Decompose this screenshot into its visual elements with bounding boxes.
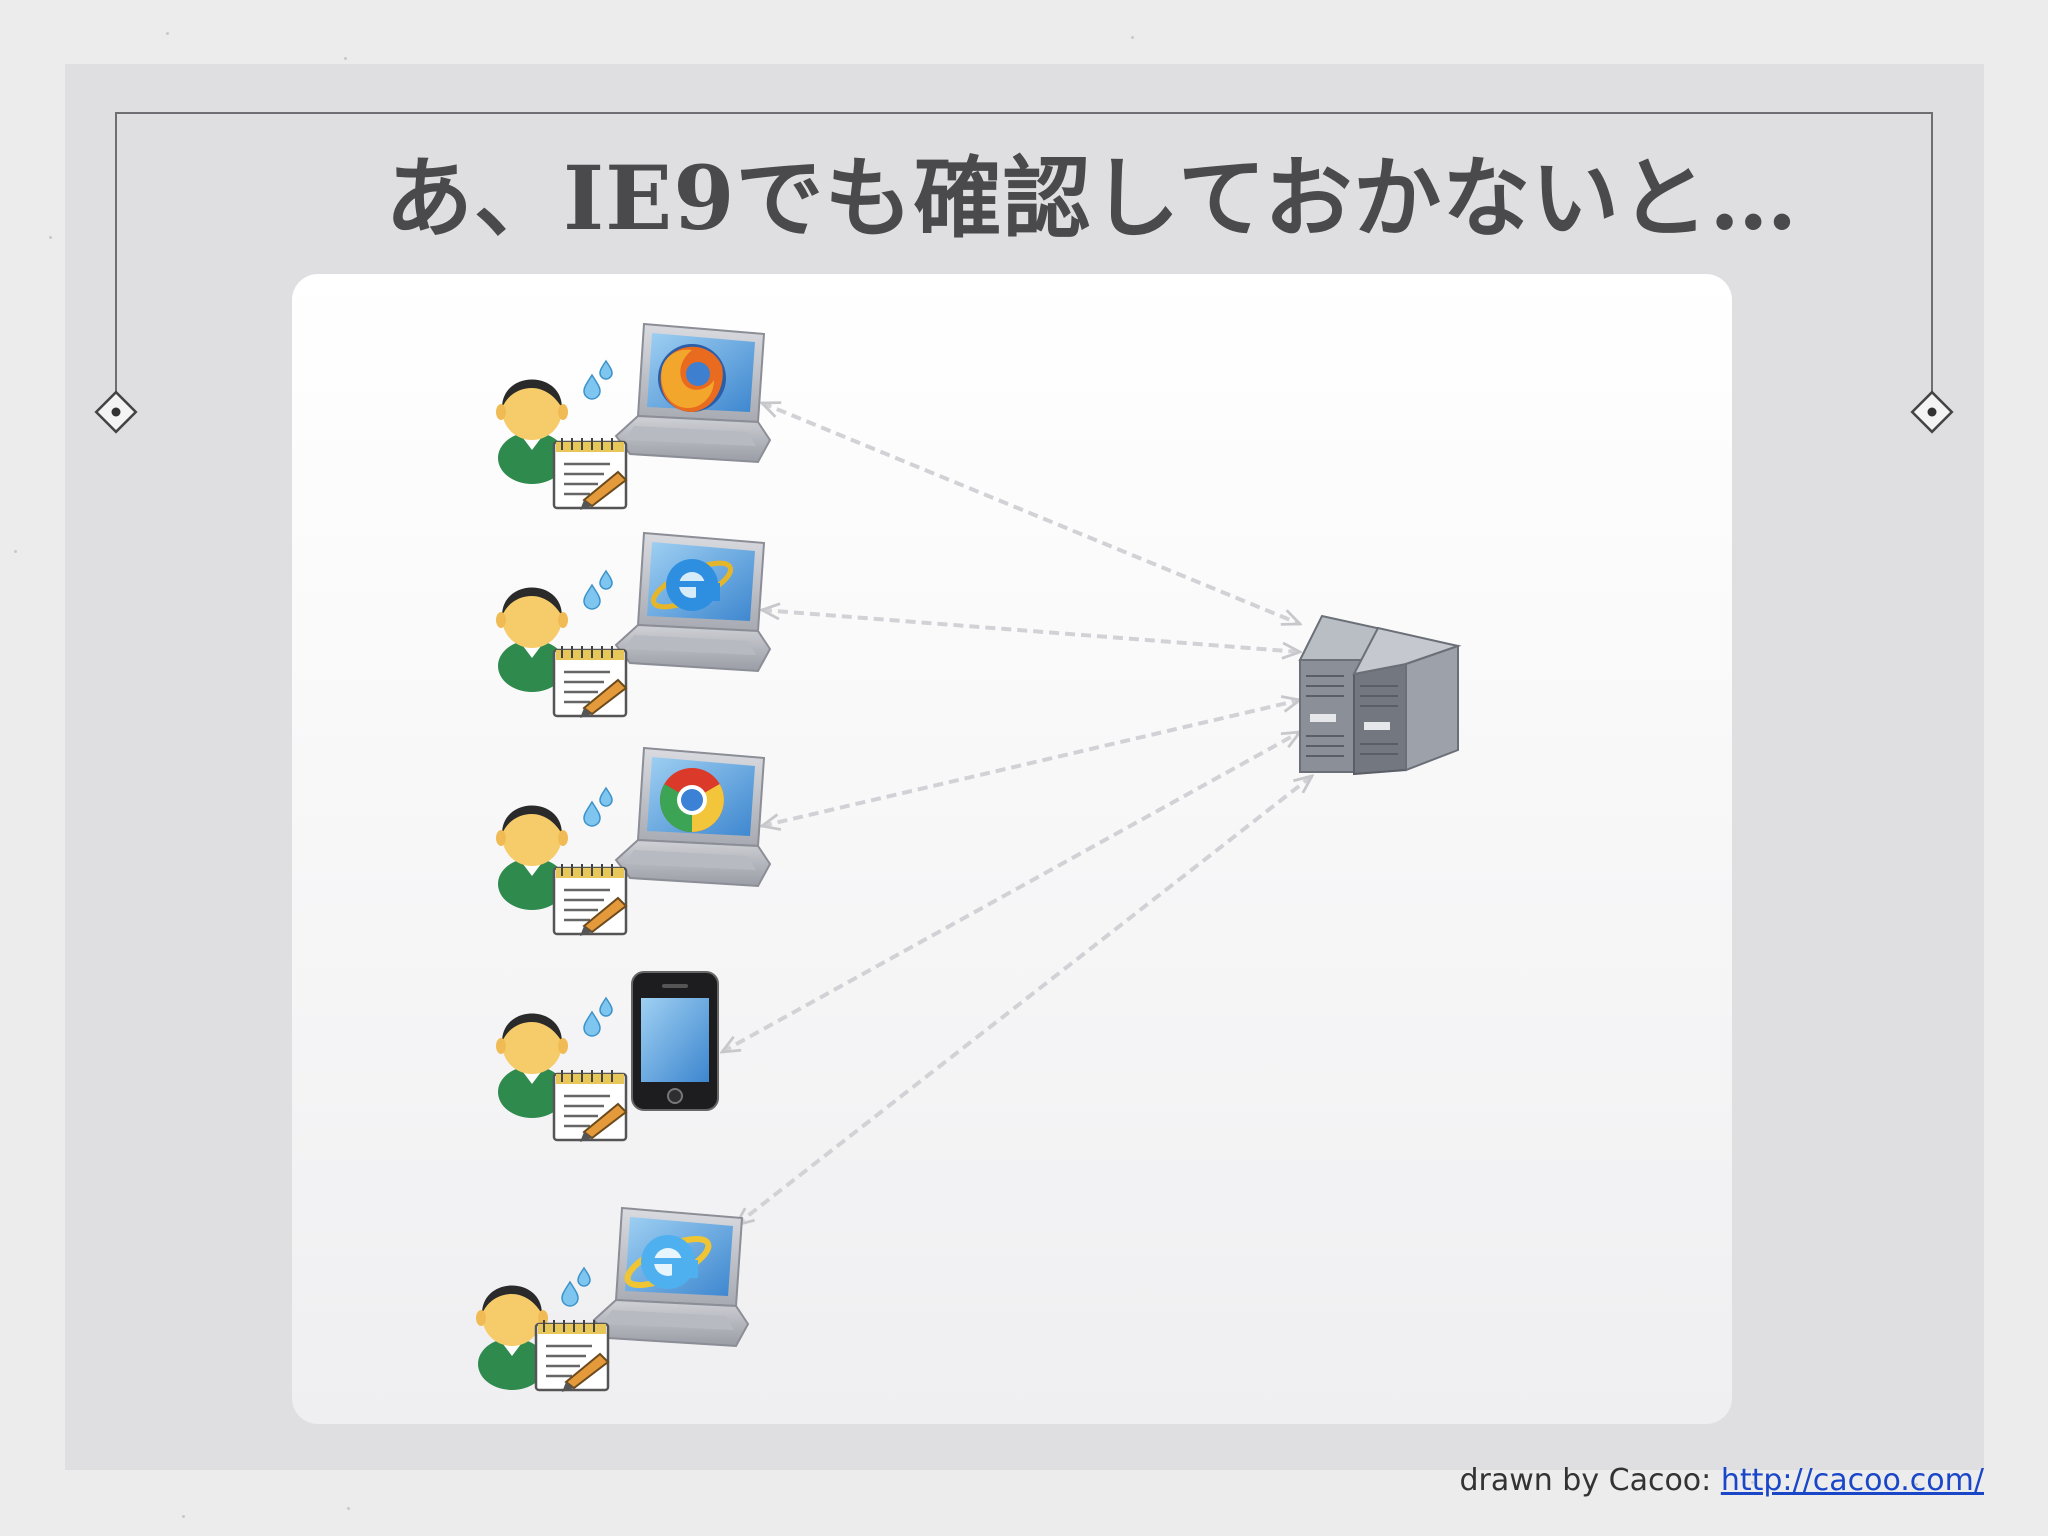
cacoo-link[interactable]: http://cacoo.com/ bbox=[1720, 1463, 1984, 1498]
notepad-icon bbox=[534, 1318, 610, 1394]
background-speck bbox=[1915, 1483, 1918, 1486]
sweat-drop-icon bbox=[583, 360, 613, 400]
sweat-drop-icon bbox=[583, 787, 613, 827]
arrow-firefox-server bbox=[762, 401, 1300, 626]
background-speck bbox=[1131, 36, 1134, 39]
background-speck bbox=[182, 1515, 185, 1518]
sweat-drop-icon bbox=[583, 997, 613, 1037]
sweat-drop-icon bbox=[583, 570, 613, 610]
sweat-drop-icon bbox=[561, 1267, 591, 1307]
notepad-icon bbox=[552, 862, 628, 938]
internet-explorer-9-icon bbox=[624, 1235, 712, 1289]
credit-prefix: drawn by Cacoo: bbox=[1459, 1463, 1712, 1498]
notepad-icon bbox=[552, 436, 628, 512]
background-speck bbox=[49, 236, 52, 239]
frame-ornament-left bbox=[94, 390, 138, 434]
client-internet-explorer bbox=[496, 532, 771, 720]
background-speck bbox=[14, 550, 17, 553]
background-speck bbox=[347, 1507, 350, 1510]
credit-line: drawn by Cacoo: http://cacoo.com/ bbox=[1459, 1463, 1984, 1498]
background-speck bbox=[344, 57, 347, 60]
background-speck bbox=[166, 32, 169, 35]
client-internet-explorer-9 bbox=[476, 1207, 749, 1394]
server-icon bbox=[1298, 614, 1462, 776]
arrow-ie9-server bbox=[736, 776, 1312, 1225]
notepad-icon bbox=[552, 1068, 628, 1144]
client-chrome bbox=[496, 747, 771, 938]
connection-arrows bbox=[722, 401, 1312, 1225]
background-speck bbox=[1751, 1481, 1754, 1484]
internet-explorer-icon bbox=[650, 559, 734, 611]
notepad-icon bbox=[552, 644, 628, 720]
arrow-chrome-server bbox=[762, 700, 1300, 826]
frame-ornament-right bbox=[1910, 390, 1954, 434]
slide-title: あ、IE9でも確認しておかないと… bbox=[385, 146, 1799, 250]
arrow-smartphone-server bbox=[722, 730, 1300, 1054]
client-firefox bbox=[496, 323, 771, 512]
firefox-icon bbox=[658, 344, 726, 412]
chrome-icon bbox=[660, 768, 724, 832]
arrow-ie-server bbox=[762, 610, 1300, 652]
smartphone-icon bbox=[631, 971, 719, 1111]
client-smartphone bbox=[496, 971, 719, 1144]
